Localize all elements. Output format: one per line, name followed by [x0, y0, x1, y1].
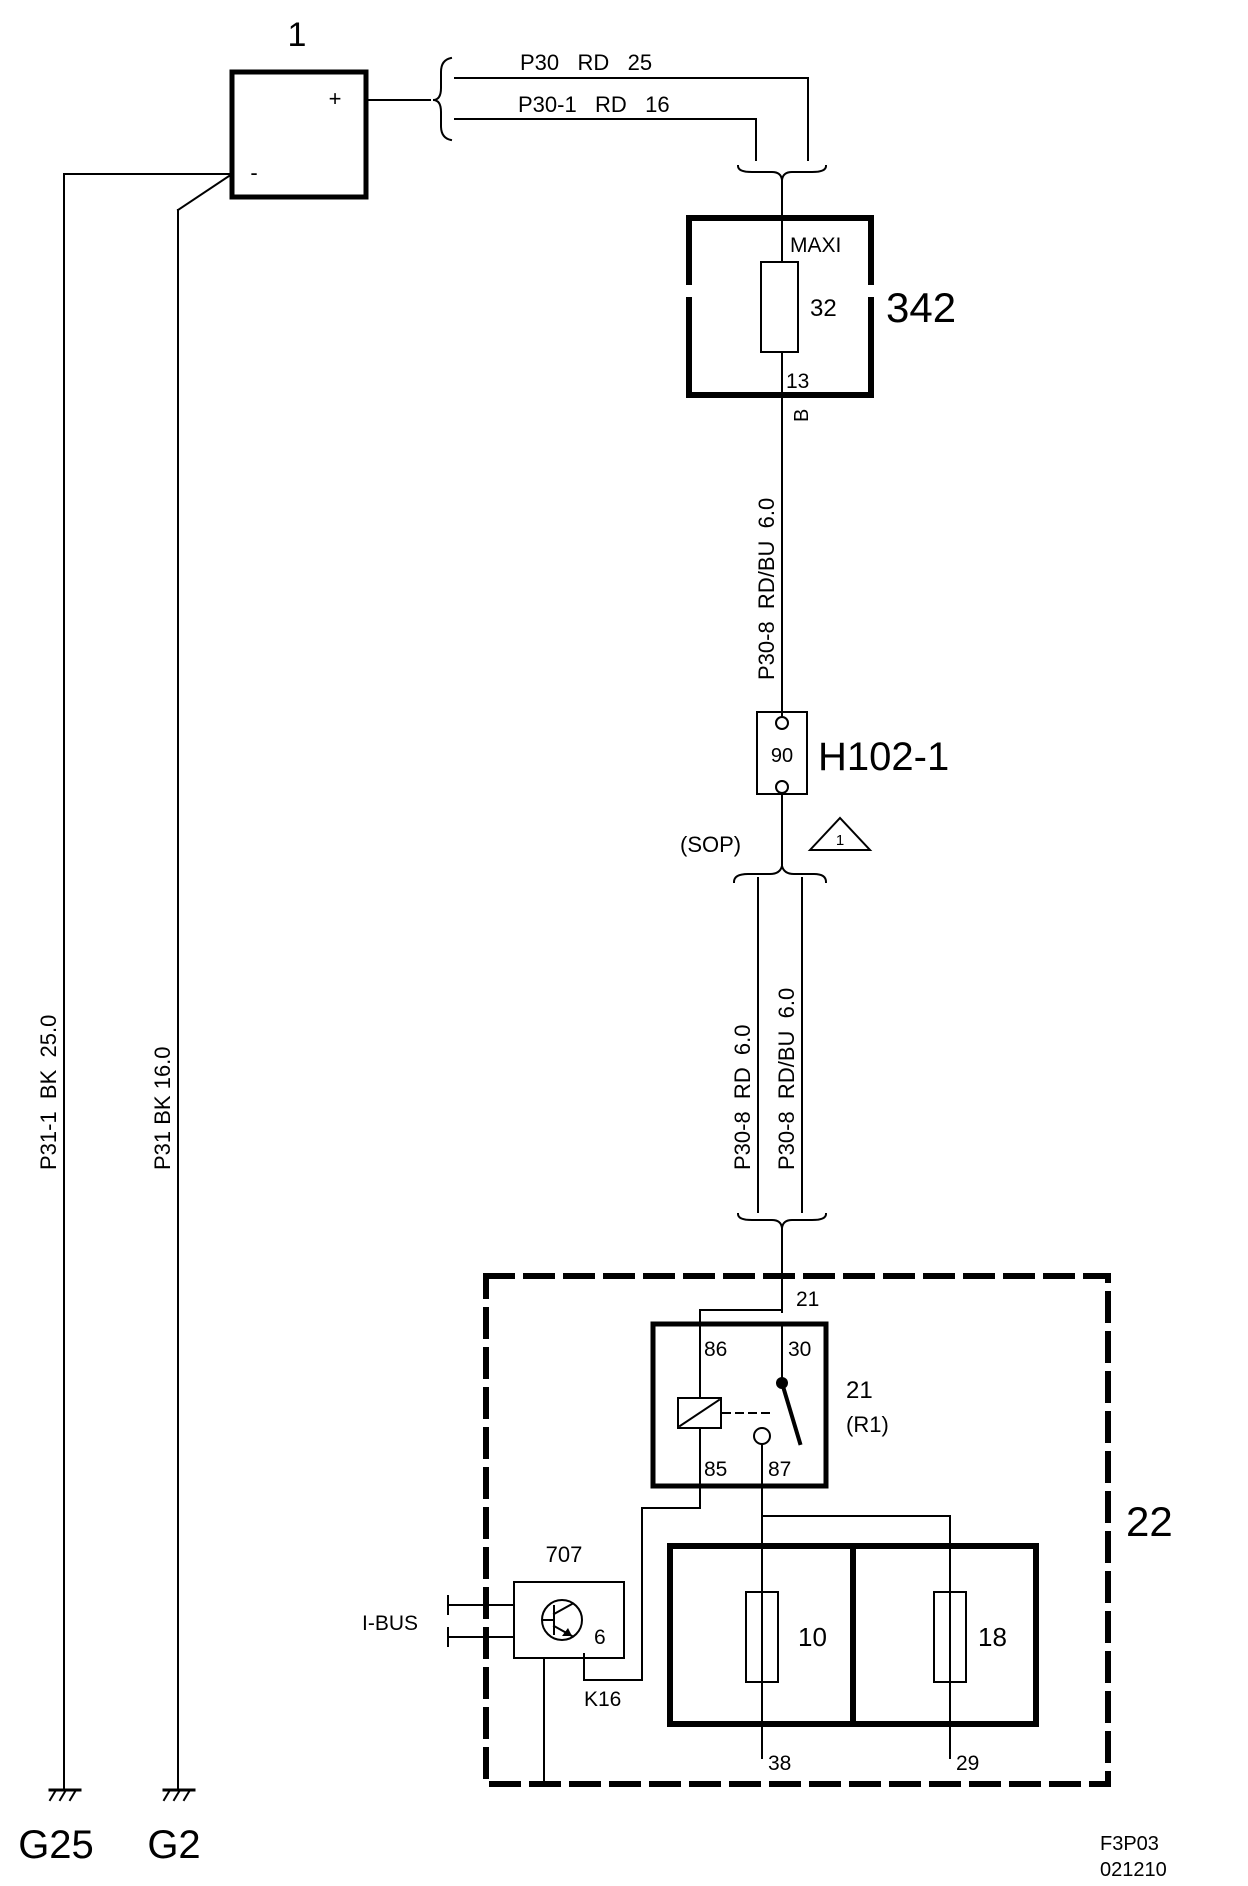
brace-join-lower — [736, 1212, 828, 1229]
relay-sub-label: (R1) — [846, 1412, 889, 1437]
wire-p31-label: P31 BK 16.0 — [150, 1046, 175, 1170]
fuse-10 — [745, 1591, 779, 1683]
battery: 1 + - — [229, 16, 369, 200]
fuse-relay-box — [483, 1273, 1111, 1787]
transistor-pin: 6 — [594, 1626, 606, 1649]
wire-p30-label: P30 RD 25 — [520, 50, 652, 75]
wire-p30-1-label: P30-1 RD 16 — [518, 92, 670, 117]
wire-p30-8-rd: P30-8 RD 6.0 — [730, 1024, 755, 1170]
brace-split — [732, 865, 828, 884]
wire-p30-8-rdbu-lower: P30-8 RD/BU 6.0 — [774, 988, 799, 1170]
battery-number: 1 — [288, 16, 307, 54]
ground-symbol-g2 — [162, 1788, 196, 1802]
fuse-18-label: 18 — [978, 1622, 1007, 1652]
note-number: 1 — [836, 832, 844, 849]
maxi-fuse-box-number: 342 — [886, 284, 956, 331]
fuse-block: 10 18 — [667, 1543, 1039, 1727]
transistor-number: 707 — [546, 1542, 583, 1567]
brace-upper — [432, 56, 453, 142]
fuse-10-label: 10 — [798, 1622, 827, 1652]
figure-code: F3P03 — [1100, 1833, 1159, 1855]
connector-label: H102-1 — [818, 735, 949, 779]
fuse-18 — [933, 1591, 967, 1683]
ground-symbol-g25 — [48, 1788, 82, 1802]
relay-pin-86: 86 — [704, 1338, 727, 1361]
ground-label-g2: G2 — [147, 1823, 200, 1867]
fuse-output-38: 38 — [768, 1752, 791, 1775]
ibus-input: I-BUS — [362, 1595, 515, 1647]
sop-label: (SOP) — [680, 832, 741, 857]
maxi-fuse-pin: 13 — [786, 370, 809, 393]
connector-pin: 90 — [771, 745, 793, 767]
ground-label-g25: G25 — [18, 1823, 94, 1867]
maxi-fuse-element — [760, 261, 799, 353]
relay-input-pin: 21 — [796, 1288, 819, 1311]
maxi-fuse-pin-side: B — [791, 409, 813, 422]
figure-date: 021210 — [1100, 1859, 1167, 1881]
battery-minus-terminal: - — [250, 160, 257, 185]
maxi-fuse-box: MAXI 32 13 342 — [686, 215, 956, 398]
transistor-707: 707 6 — [513, 1542, 625, 1659]
ibus-label: I-BUS — [362, 1612, 418, 1635]
note-triangle-1: 1 — [807, 816, 873, 851]
wire-p31-1-label: P31-1 BK 25.0 — [36, 1015, 61, 1170]
relay-pin-87: 87 — [768, 1458, 791, 1481]
battery-plus-terminal: + — [329, 86, 342, 111]
relay-r1: 86 30 85 87 — [650, 1321, 829, 1489]
transistor-control: K16 — [584, 1688, 621, 1711]
relay-pin-85: 85 — [704, 1458, 727, 1481]
relay-number: 21 — [846, 1377, 873, 1404]
wire-p30-8-rdbu-upper: P30-8 RD/BU 6.0 — [754, 498, 779, 680]
connector-h102-1: 90 H102-1 — [756, 711, 949, 795]
maxi-fuse-number: 32 — [810, 295, 837, 322]
relay-contact-87 — [753, 1427, 771, 1445]
brace-joint-top — [736, 164, 828, 181]
fuse-output-29: 29 — [956, 1752, 979, 1775]
relay-pin-30: 30 — [788, 1338, 811, 1361]
fuse-relay-box-number: 22 — [1126, 1498, 1173, 1545]
maxi-fuse-type: MAXI — [790, 234, 841, 257]
